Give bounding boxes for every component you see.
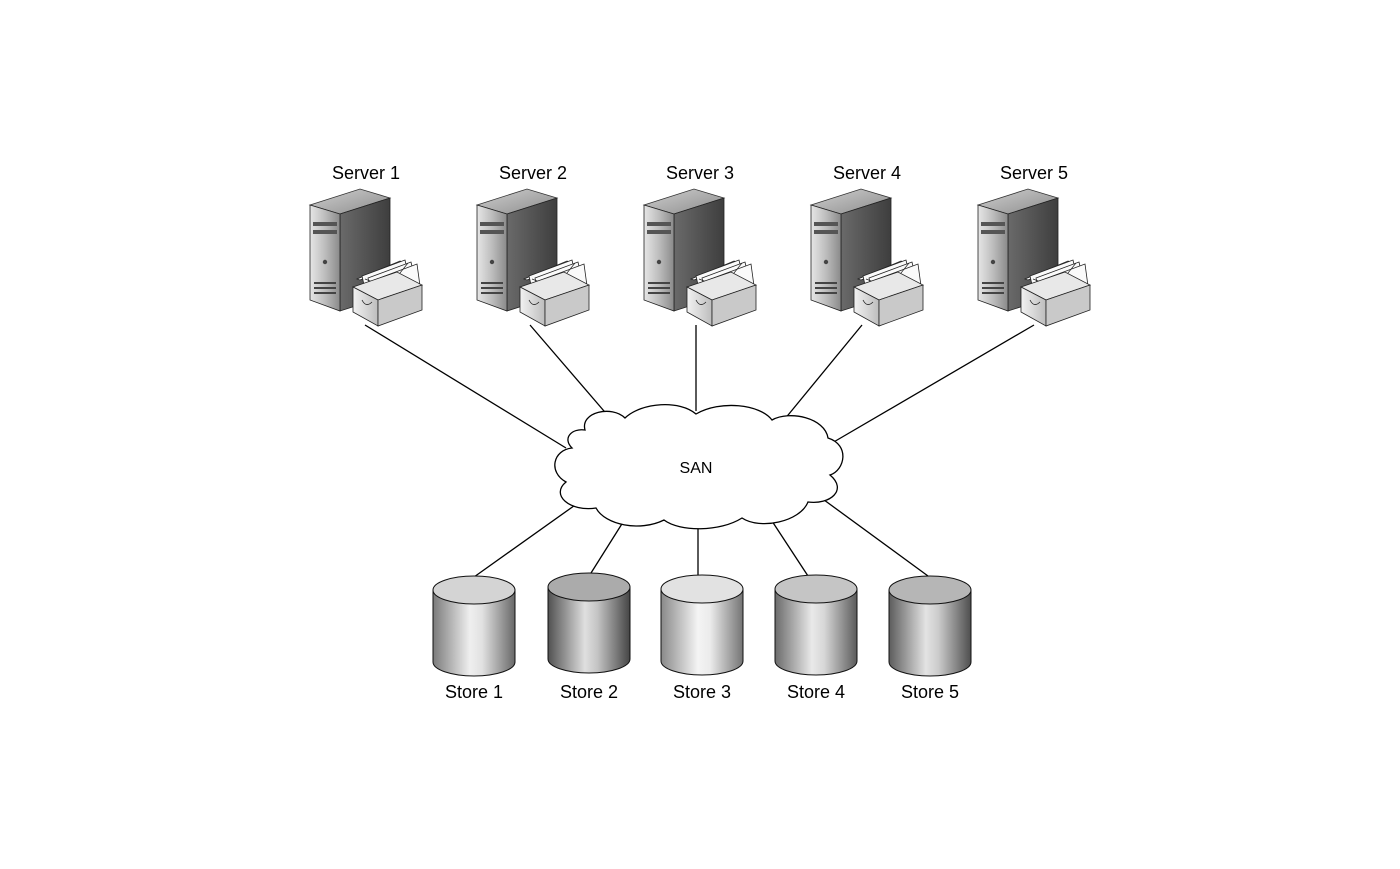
server-tower-with-mail-tray-icon [475,188,591,327]
store-3: Store 3 [660,574,744,702]
store-label: Store 5 [901,682,959,702]
store-label: Store 1 [445,682,503,702]
cloud-shape [554,404,844,530]
server-3: Server 3 [642,163,758,327]
server-label: Server 1 [332,163,400,183]
storage-cylinder-icon [774,574,858,676]
store-5: Store 5 [888,575,972,702]
link-store-4 [769,517,809,577]
san-label: SAN [680,460,713,477]
link-store-2 [590,518,626,574]
link-store-1 [473,502,579,578]
link-server-2 [529,324,611,419]
storage-cylinder-icon [547,572,631,674]
server-1: Server 1 [308,163,424,327]
store-label: Store 3 [673,682,731,702]
storage-cylinder-icon [660,574,744,676]
link-server-1 [364,324,567,449]
store-label: Store 4 [787,682,845,702]
stores: Store 1 Store 2 Store 3 Store 4 Store 5 [432,572,972,702]
link-server-5 [831,324,1035,444]
server-4: Server 4 [809,163,925,327]
server-2: Server 2 [475,163,591,327]
store-label: Store 2 [560,682,618,702]
link-store-5 [819,496,929,577]
storage-cylinder-icon [432,575,516,677]
server-tower-with-mail-tray-icon [308,188,424,327]
server-tower-with-mail-tray-icon [976,188,1092,327]
server-tower-with-mail-tray-icon [809,188,925,327]
store-4: Store 4 [774,574,858,702]
storage-cylinder-icon [888,575,972,677]
store-2: Store 2 [547,572,631,702]
store-1: Store 1 [432,575,516,702]
server-5: Server 5 [976,163,1092,327]
server-label: Server 3 [666,163,734,183]
san-cloud: SAN [554,404,844,530]
server-tower-with-mail-tray-icon [642,188,758,327]
server-label: Server 2 [499,163,567,183]
link-server-4 [783,324,863,421]
connection-lines [364,324,1035,578]
server-label: Server 5 [1000,163,1068,183]
server-label: Server 4 [833,163,901,183]
